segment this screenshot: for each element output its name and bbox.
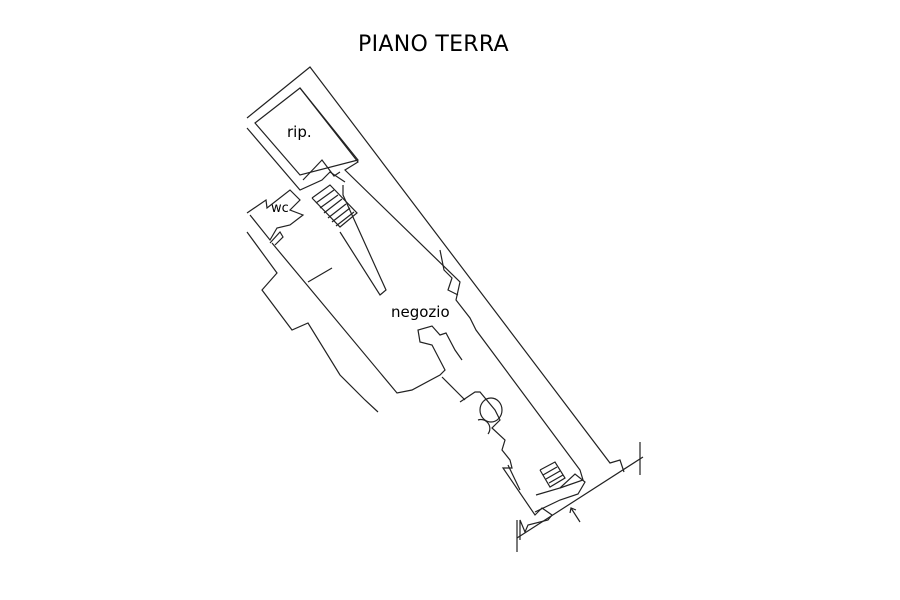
- outer-wall-right: [246, 66, 625, 473]
- wc-walls: [246, 189, 305, 242]
- storage-room-outline: [254, 87, 360, 176]
- half-round: [477, 418, 491, 435]
- room-label-toilet: wc: [271, 201, 289, 216]
- plan-title: PIANO TERRA: [358, 32, 509, 57]
- entrance-walls: [534, 473, 586, 513]
- entrance-arrow-icon: [569, 507, 581, 523]
- inner-wall-right: [299, 87, 584, 489]
- stairs: [302, 159, 387, 296]
- street-line: [516, 456, 644, 539]
- shop-left-wall: [271, 242, 463, 394]
- room-label-shop: negozio: [391, 303, 450, 321]
- wc-lower-wall: [269, 230, 284, 246]
- thin-wall: [441, 376, 466, 401]
- left-boundary: [246, 231, 379, 413]
- thin-wall-2: [507, 464, 521, 491]
- fixture-block: [459, 391, 553, 540]
- small-stairs: [539, 461, 566, 488]
- shop-right-bumps: [439, 249, 459, 296]
- room-label-storage: rip.: [287, 123, 312, 141]
- column-round: [479, 397, 503, 423]
- partition-wall: [307, 267, 333, 283]
